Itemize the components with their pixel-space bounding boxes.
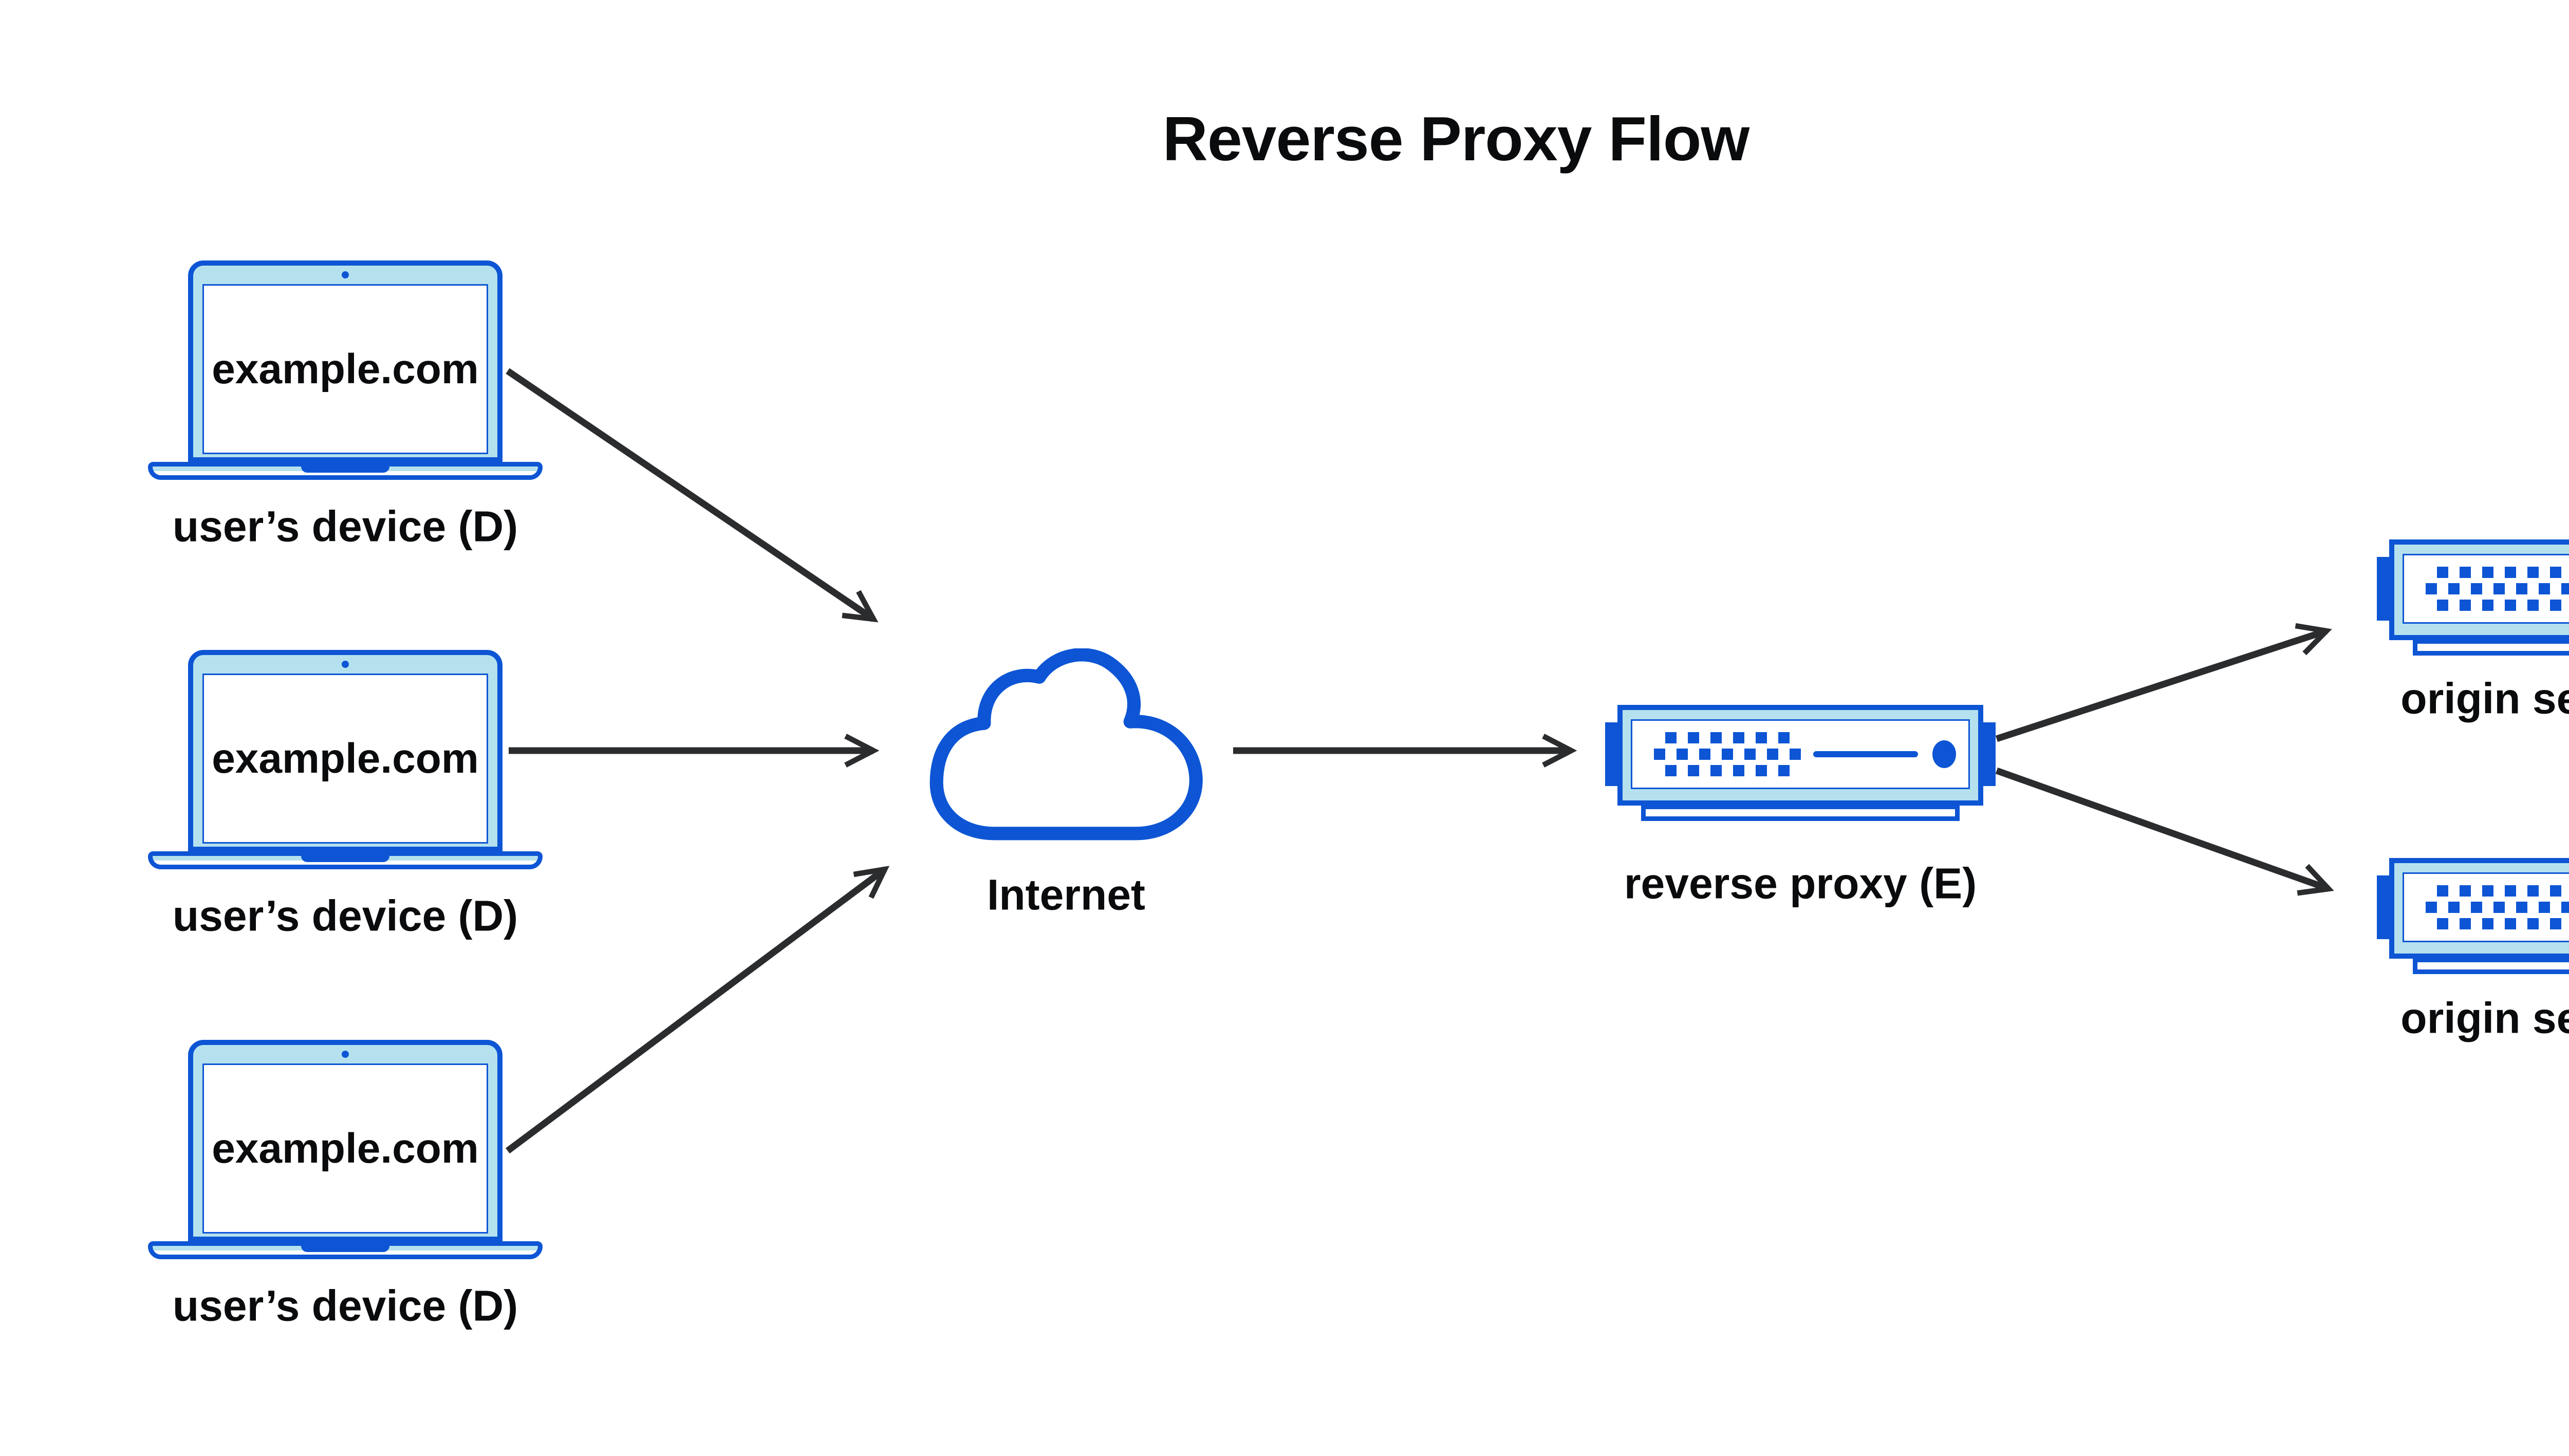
- server-faceplate: [1631, 719, 1970, 789]
- server-tray: [2413, 958, 2569, 974]
- server-body: [2389, 858, 2569, 959]
- vent-dots-icon: [1654, 732, 1801, 776]
- user-device-1 laptop-icon: example.com: [148, 260, 543, 480]
- laptop-base: [148, 851, 543, 869]
- laptop-notch: [301, 466, 389, 473]
- internet-node: [917, 648, 1215, 849]
- reverse-proxy server-icon: [1605, 705, 1996, 822]
- server-faceplate: [2403, 872, 2569, 942]
- device-screen: example.com: [202, 1063, 488, 1234]
- arrow-device1-to-internet: [506, 368, 879, 623]
- arrow-device3-to-internet: [506, 866, 890, 1154]
- laptop-lid: example.com: [188, 1040, 502, 1242]
- user-device-3 laptop-icon: example.com: [148, 1040, 543, 1259]
- user-device-1-label: user’s device (D): [172, 502, 518, 551]
- server-body: [2389, 539, 2569, 640]
- server-faceplate: [2403, 554, 2569, 624]
- reverse-proxy-label: reverse proxy (E): [1624, 859, 1977, 908]
- arrow-proxy-to-origin1: [1995, 623, 2332, 742]
- server-body: [1617, 705, 1983, 806]
- cloud-icon: [929, 648, 1203, 841]
- user-device-2 laptop-icon: example.com: [148, 650, 543, 869]
- origin-server-2 server-icon: [2377, 858, 2569, 975]
- vent-dots-icon: [2426, 885, 2569, 929]
- user-device-2-label: user’s device (D): [172, 891, 518, 940]
- server-slot-line: [1813, 751, 1918, 757]
- camera-dot-icon: [342, 661, 349, 668]
- arrow-proxy-to-origin2: [1995, 767, 2334, 896]
- page-title: Reverse Proxy Flow: [1162, 104, 1750, 174]
- screen-url-text: example.com: [212, 735, 479, 782]
- server-tray: [1641, 805, 1960, 821]
- server-power-dot: [1932, 740, 1956, 768]
- laptop-notch: [301, 855, 389, 862]
- internet-label: Internet: [986, 870, 1146, 919]
- device-screen: example.com: [202, 284, 488, 454]
- laptop-lid: example.com: [188, 650, 502, 852]
- server-tray: [2413, 639, 2569, 656]
- vent-dots-icon: [2426, 567, 2569, 611]
- user-device-3-label: user’s device (D): [172, 1281, 518, 1330]
- laptop-lid: example.com: [188, 260, 502, 462]
- origin-server-1 server-icon: [2377, 539, 2569, 657]
- laptop-notch: [301, 1245, 389, 1252]
- laptop-base: [148, 1241, 543, 1259]
- camera-dot-icon: [342, 271, 349, 278]
- screen-url-text: example.com: [212, 345, 479, 393]
- laptop-base: [148, 462, 543, 480]
- device-screen: example.com: [202, 674, 488, 844]
- origin-server-1-label: origin server (F): [2400, 674, 2569, 723]
- origin-server-2-label: origin server (F): [2400, 994, 2569, 1042]
- camera-dot-icon: [342, 1051, 349, 1058]
- screen-url-text: example.com: [212, 1125, 479, 1172]
